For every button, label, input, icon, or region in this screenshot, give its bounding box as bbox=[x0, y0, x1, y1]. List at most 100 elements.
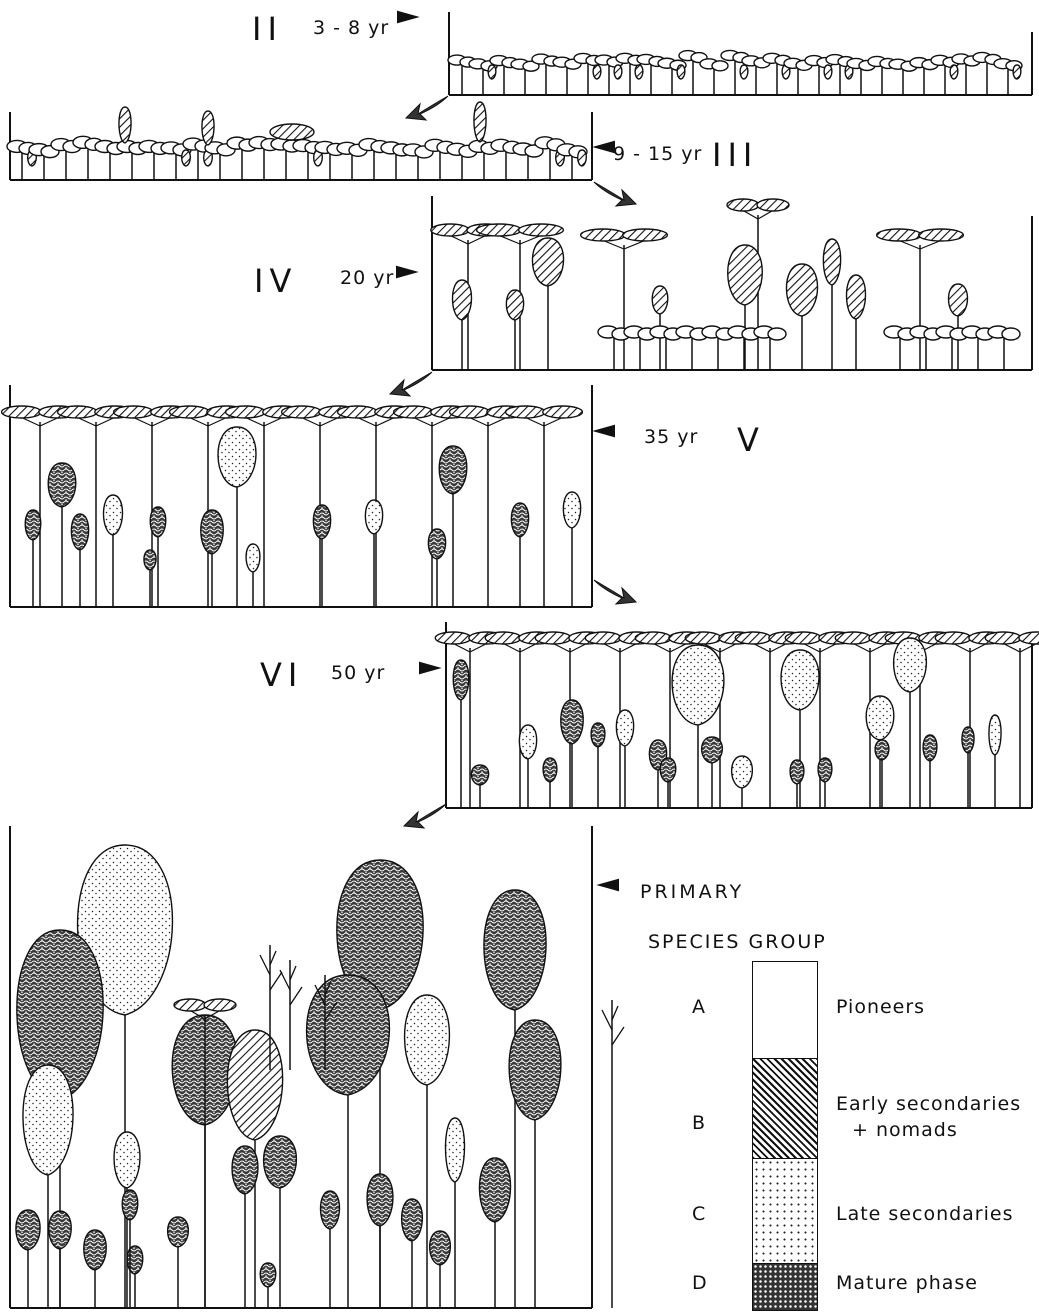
transition-arrow bbox=[404, 804, 446, 828]
flat-crown bbox=[757, 199, 789, 211]
flat-crown bbox=[519, 224, 564, 236]
secondary-crown bbox=[270, 124, 314, 140]
flat-crown bbox=[1019, 632, 1039, 644]
legend-letter-b: B bbox=[692, 1112, 706, 1134]
transition-arrow bbox=[406, 96, 448, 120]
bare-branch bbox=[280, 966, 302, 1005]
flat-crown bbox=[727, 199, 759, 211]
mature-crown bbox=[511, 503, 528, 537]
mature-crown bbox=[84, 1230, 106, 1270]
secondary-crown bbox=[506, 290, 523, 320]
secondary-crown bbox=[578, 150, 587, 166]
mature-crown bbox=[150, 507, 166, 537]
pointer-arrow bbox=[600, 880, 618, 890]
stage-numeral-vi: VI bbox=[260, 656, 303, 694]
mature-crown bbox=[479, 1158, 510, 1222]
pioneer-crown bbox=[712, 61, 728, 71]
stage-numeral-ii: II bbox=[252, 10, 283, 48]
late-secondary-crown bbox=[781, 650, 819, 710]
legend-label-pioneers: Pioneers bbox=[836, 996, 925, 1018]
flat-crown bbox=[581, 229, 626, 241]
flat-crown bbox=[506, 406, 546, 418]
late-secondary-crown bbox=[519, 725, 536, 759]
flat-crown bbox=[735, 632, 771, 644]
flat-crown bbox=[985, 632, 1021, 644]
mature-crown bbox=[168, 1217, 189, 1247]
mature-crown bbox=[818, 758, 832, 782]
pioneer-crown bbox=[768, 328, 786, 340]
flat-crown bbox=[919, 229, 964, 241]
mature-crown bbox=[71, 514, 88, 550]
secondary-crown bbox=[119, 107, 131, 143]
flat-crown bbox=[338, 406, 378, 418]
mature-crown bbox=[16, 1210, 40, 1250]
pointer-arrow bbox=[397, 267, 415, 277]
secondary-crown bbox=[728, 245, 763, 305]
legend-swatch-mature-phase bbox=[752, 1263, 818, 1311]
secondary-crown bbox=[1013, 65, 1021, 79]
late-secondary-crown bbox=[218, 427, 256, 487]
legend-label-nomads: + nomads bbox=[852, 1119, 958, 1141]
mature-crown bbox=[439, 446, 467, 494]
stage-age-ii: 3 - 8 yr bbox=[313, 17, 389, 39]
secondary-crown bbox=[740, 65, 748, 79]
mature-crown bbox=[430, 1231, 451, 1265]
flat-crown bbox=[450, 406, 490, 418]
mature-crown bbox=[484, 890, 546, 1010]
flat-crown bbox=[477, 224, 522, 236]
flat-crown bbox=[170, 406, 210, 418]
pointer-arrow bbox=[398, 12, 416, 22]
secondary-crown bbox=[823, 239, 840, 285]
secondary-crown bbox=[182, 150, 191, 166]
mature-crown bbox=[428, 529, 445, 559]
flat-crown bbox=[835, 632, 871, 644]
secondary-crown bbox=[824, 65, 832, 79]
flat-crown bbox=[58, 406, 98, 418]
late-secondary-crown bbox=[365, 500, 382, 534]
secondary-crown bbox=[677, 65, 685, 79]
flat-crown bbox=[204, 999, 236, 1011]
mature-crown bbox=[122, 1190, 138, 1220]
flat-crown bbox=[635, 632, 671, 644]
secondary-crown bbox=[614, 65, 622, 79]
legend-letter-a: A bbox=[692, 996, 706, 1018]
stage-numeral-v: V bbox=[737, 421, 765, 459]
legend-letter-d: D bbox=[692, 1272, 708, 1294]
flat-crown bbox=[226, 406, 266, 418]
mature-crown bbox=[702, 737, 723, 763]
pointer-arrow bbox=[596, 426, 614, 436]
mature-crown bbox=[790, 760, 804, 784]
mature-crown bbox=[313, 505, 330, 539]
mature-crown bbox=[201, 510, 223, 554]
legend-label-late-secondaries: Late secondaries bbox=[836, 1203, 1014, 1225]
mature-crown bbox=[321, 1191, 340, 1229]
late-secondary-crown bbox=[672, 645, 724, 725]
legend-swatch-late-secondaries bbox=[752, 1158, 818, 1265]
mature-crown bbox=[875, 740, 889, 760]
late-secondary-crown bbox=[446, 1118, 465, 1182]
legend-letter-c: C bbox=[692, 1203, 706, 1225]
late-secondary-crown bbox=[989, 715, 1001, 755]
mature-crown bbox=[591, 723, 605, 747]
mature-crown bbox=[48, 463, 76, 507]
pointer-arrow bbox=[596, 142, 614, 152]
late-secondary-crown bbox=[866, 696, 894, 740]
secondary-crown bbox=[847, 275, 866, 319]
secondary-crown bbox=[593, 65, 601, 79]
flat-crown bbox=[623, 229, 668, 241]
stage-label-primary: PRIMARY bbox=[640, 881, 744, 903]
secondary-crown bbox=[949, 284, 968, 316]
legend-label-mature-phase: Mature phase bbox=[836, 1272, 978, 1294]
secondary-crown bbox=[453, 280, 472, 320]
flat-crown bbox=[485, 632, 521, 644]
flat-crown bbox=[877, 229, 922, 241]
transition-arrow bbox=[390, 372, 432, 396]
legend-swatch-pioneers bbox=[752, 961, 818, 1060]
flat-crown bbox=[785, 632, 821, 644]
stage-numeral-iii: III bbox=[712, 136, 758, 174]
late-secondary-crown bbox=[405, 995, 450, 1085]
late-secondary-crown bbox=[894, 638, 927, 692]
mature-crown bbox=[49, 1211, 71, 1249]
mature-crown bbox=[509, 1020, 561, 1120]
late-secondary-crown bbox=[732, 756, 753, 788]
